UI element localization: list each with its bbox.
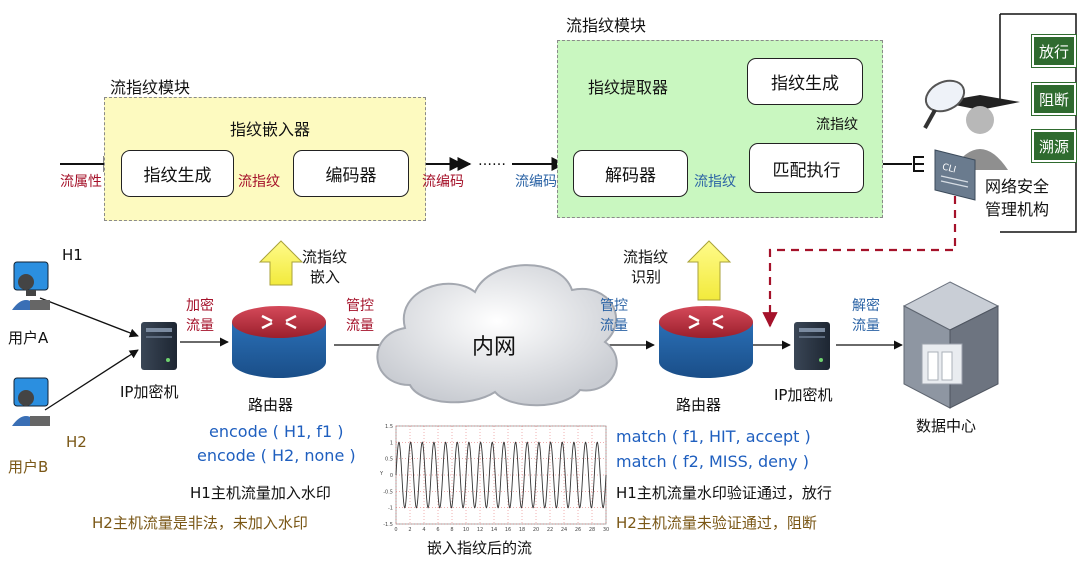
embed-label: 嵌入 <box>310 268 341 286</box>
flow-fp-label: 流指纹 <box>694 174 736 190</box>
ellipsis: …… <box>478 153 506 169</box>
flow-code-label: 流编码 <box>422 174 464 190</box>
ctrl-flow-label: 管控 <box>346 298 374 314</box>
crypto-label: IP加密机 <box>120 383 179 401</box>
x-tick-label: 2 <box>408 527 411 533</box>
fp-down-label: 流指纹 <box>816 117 858 133</box>
encode-line: encode ( H1, f1 ) <box>209 422 344 441</box>
x-tick-label: 14 <box>491 527 497 533</box>
link-user-b <box>44 349 139 411</box>
flow-fp-label: 流指纹 <box>238 174 280 190</box>
decoder-box: 解码器 <box>573 150 688 197</box>
control-line <box>762 196 957 328</box>
note-h1: H1主机流量加入水印 <box>190 484 331 502</box>
y-tick-label: 0 <box>390 473 393 479</box>
y-tick-label: 1.5 <box>385 424 393 430</box>
ctrl-flow-label: 流量 <box>346 318 374 334</box>
router-icon <box>232 306 326 378</box>
x-tick-label: 6 <box>436 527 439 533</box>
encoder-box: 编码器 <box>293 150 409 197</box>
trace-button[interactable]: 溯源 <box>1031 129 1077 163</box>
x-tick-label: 22 <box>547 527 553 533</box>
router-label: 路由器 <box>248 396 294 414</box>
user-b-label: 用户B <box>8 458 49 476</box>
x-tick-label: 16 <box>505 527 511 533</box>
router-icon <box>659 306 753 378</box>
fp-gen-box: 指纹生成 <box>121 150 234 197</box>
y-tick-label: -0.5 <box>383 489 393 495</box>
x-tick-label: 18 <box>519 527 525 533</box>
left-module-title: 流指纹模块 <box>110 78 191 97</box>
encode-line: encode ( H2, none ) <box>197 446 356 465</box>
x-tick-label: 20 <box>533 527 539 533</box>
crypto-label: IP加密机 <box>774 386 833 404</box>
admin-bracket <box>1000 13 1077 233</box>
admin-label: 管理机构 <box>985 200 1050 219</box>
match-line: match ( f2, MISS, deny ) <box>616 452 809 471</box>
waveform-caption: 嵌入指纹后的流 <box>427 539 533 557</box>
block-button[interactable]: 阻断 <box>1031 82 1077 116</box>
x-tick-label: 4 <box>422 527 425 533</box>
flow-code-label: 流编码 <box>515 174 557 190</box>
x-tick-label: 8 <box>450 527 453 533</box>
link-user-a <box>39 297 139 338</box>
match-box: 匹配执行 <box>749 143 864 193</box>
dec-flow-label: 解密 <box>852 298 880 314</box>
x-tick-label: 24 <box>561 527 567 533</box>
x-tick-label: 26 <box>575 527 581 533</box>
note-h2-verify: H2主机流量未验证通过，阻断 <box>616 514 817 532</box>
recognize-label: 识别 <box>631 268 662 286</box>
recognize-label: 流指纹 <box>623 248 669 266</box>
ctrl-flow-label: 管控 <box>600 298 628 314</box>
embed-up-arrow <box>258 240 304 286</box>
fp-gen-box: 指纹生成 <box>747 58 863 105</box>
recognize-up-arrow <box>686 240 732 301</box>
note-h2: H2主机流量是非法，未加入水印 <box>92 514 308 532</box>
user-a-label: 用户A <box>8 329 49 347</box>
admin-label: 网络安全 <box>985 177 1050 196</box>
y-tick-label: -1 <box>388 506 393 512</box>
note-h1-verify: H1主机流量水印验证通过，放行 <box>616 484 832 502</box>
right-module-title: 流指纹模块 <box>566 16 647 35</box>
x-tick-label: 12 <box>477 527 483 533</box>
waveform-line <box>395 441 607 509</box>
h1-label: H1 <box>62 246 83 264</box>
router-label: 路由器 <box>676 396 722 414</box>
cli-terminal-icon <box>934 149 976 201</box>
y-tick-label: 0.5 <box>385 457 393 463</box>
x-tick-label: 10 <box>463 527 469 533</box>
datacenter-icon <box>902 281 1000 409</box>
crypto-machine-icon <box>794 322 830 370</box>
x-tick-label: 30 <box>603 527 609 533</box>
datacenter-label: 数据中心 <box>916 417 977 435</box>
extractor-title: 指纹提取器 <box>588 78 669 97</box>
embed-label: 流指纹 <box>302 248 348 266</box>
user-a-icon <box>12 261 50 310</box>
y-tick-label: 1 <box>390 440 393 446</box>
enc-flow-label: 加密 <box>186 298 214 314</box>
x-tick-label: 0 <box>394 527 397 533</box>
x-tick-label: 28 <box>589 527 595 533</box>
flow-attr-label: 流属性 <box>60 174 102 190</box>
match-line: match ( f1, HIT, accept ) <box>616 427 811 446</box>
magnifier-icon <box>923 79 966 129</box>
y-axis-label: Y <box>379 471 384 477</box>
embedder-title: 指纹嵌入器 <box>230 120 311 139</box>
dec-flow-label: 流量 <box>852 318 880 334</box>
h2-label: H2 <box>66 433 87 451</box>
y-tick-label: -1.5 <box>383 522 393 528</box>
enc-flow-label: 流量 <box>186 318 214 334</box>
cloud-icon <box>376 264 618 407</box>
cloud-label: 内网 <box>472 335 517 360</box>
allow-button[interactable]: 放行 <box>1031 34 1077 68</box>
user-b-icon <box>12 377 50 426</box>
ctrl-flow-label: 流量 <box>600 318 628 334</box>
crypto-machine-icon <box>141 322 177 370</box>
